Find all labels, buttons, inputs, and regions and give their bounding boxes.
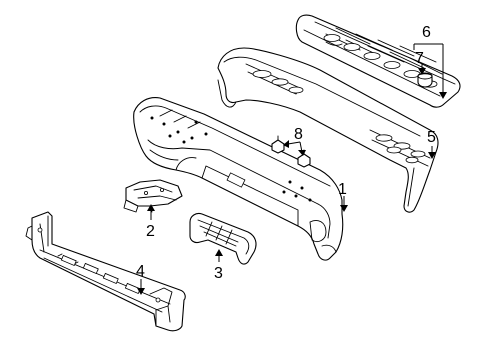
callout-7: 7 [415, 50, 424, 67]
callout-2: 2 [146, 223, 155, 240]
callout-5: 5 [427, 129, 436, 146]
plug-part [417, 72, 433, 88]
callout-1: 1 [338, 181, 347, 198]
callout-4: 4 [136, 263, 145, 280]
step-bumper-part [217, 47, 439, 213]
callout-8: 8 [294, 126, 303, 143]
rear-bumper-part [133, 97, 344, 261]
leader-lines [137, 43, 447, 295]
crossmember-part [25, 211, 186, 332]
callout-3: 3 [214, 265, 223, 282]
callout-6: 6 [422, 24, 431, 41]
callout-labels: 1 2 3 4 5 6 7 8 [136, 24, 436, 282]
inner-molding-part [189, 212, 257, 265]
bracket-part [123, 179, 183, 213]
